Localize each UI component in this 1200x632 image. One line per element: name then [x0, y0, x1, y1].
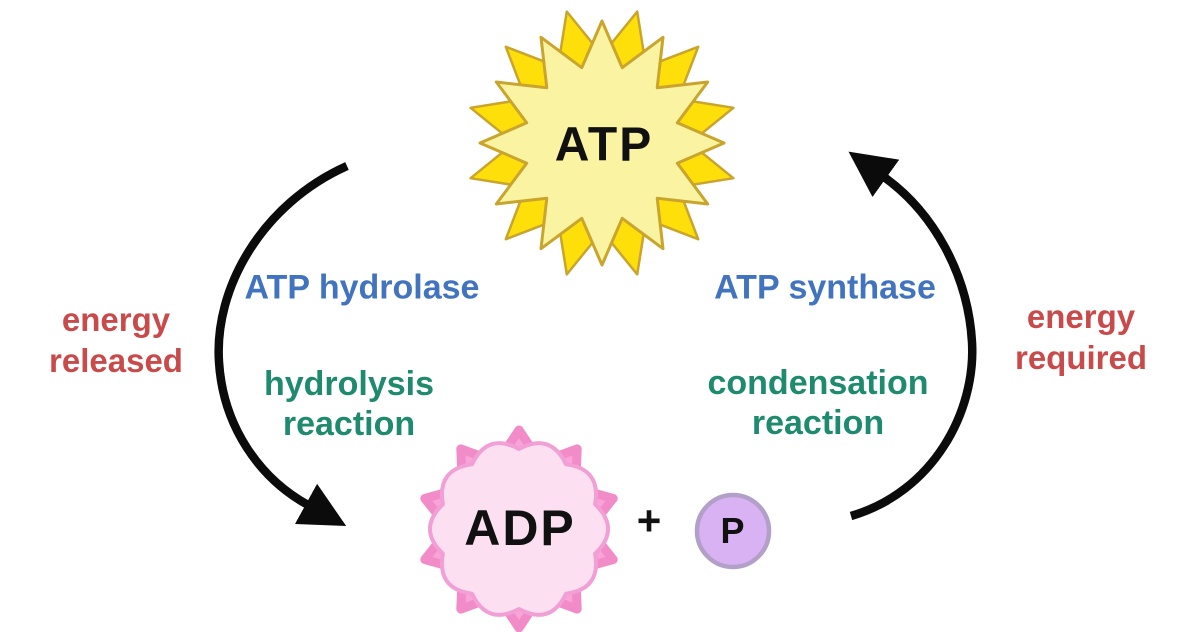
energy-required-line2: required: [1014, 339, 1148, 376]
atp-synthase-label: ATP synthase: [714, 268, 936, 307]
energy-required-line1: energy: [1026, 298, 1136, 335]
phosphate-circle-icon: [694, 492, 772, 570]
condensation-line2: reaction: [751, 404, 885, 442]
adp-flower-icon: [428, 441, 610, 617]
hydrolysis-line2: reaction: [282, 405, 416, 443]
adp-label: ADP: [464, 500, 576, 556]
left-cycle-arrow: [214, 162, 349, 527]
energy-released-label: energy released: [49, 299, 183, 381]
right-cycle-arrow: [848, 151, 977, 521]
condensation-reaction-label: condensation reaction: [707, 363, 928, 443]
condensation-line1: condensation: [707, 364, 929, 402]
hydrolysis-reaction-label: hydrolysis reaction: [264, 364, 434, 444]
phosphate-label: P: [720, 510, 746, 551]
energy-released-line2: released: [49, 342, 183, 379]
atp-hydrolase-label: ATP hydrolase: [244, 268, 480, 307]
hydrolysis-line1: hydrolysis: [263, 365, 435, 403]
plus-sign: +: [636, 497, 662, 544]
atp-starburst-icon: [478, 19, 726, 267]
energy-required-label: energy required: [1015, 296, 1147, 378]
energy-released-line1: energy: [61, 301, 171, 338]
atp-label: ATP: [554, 118, 654, 172]
